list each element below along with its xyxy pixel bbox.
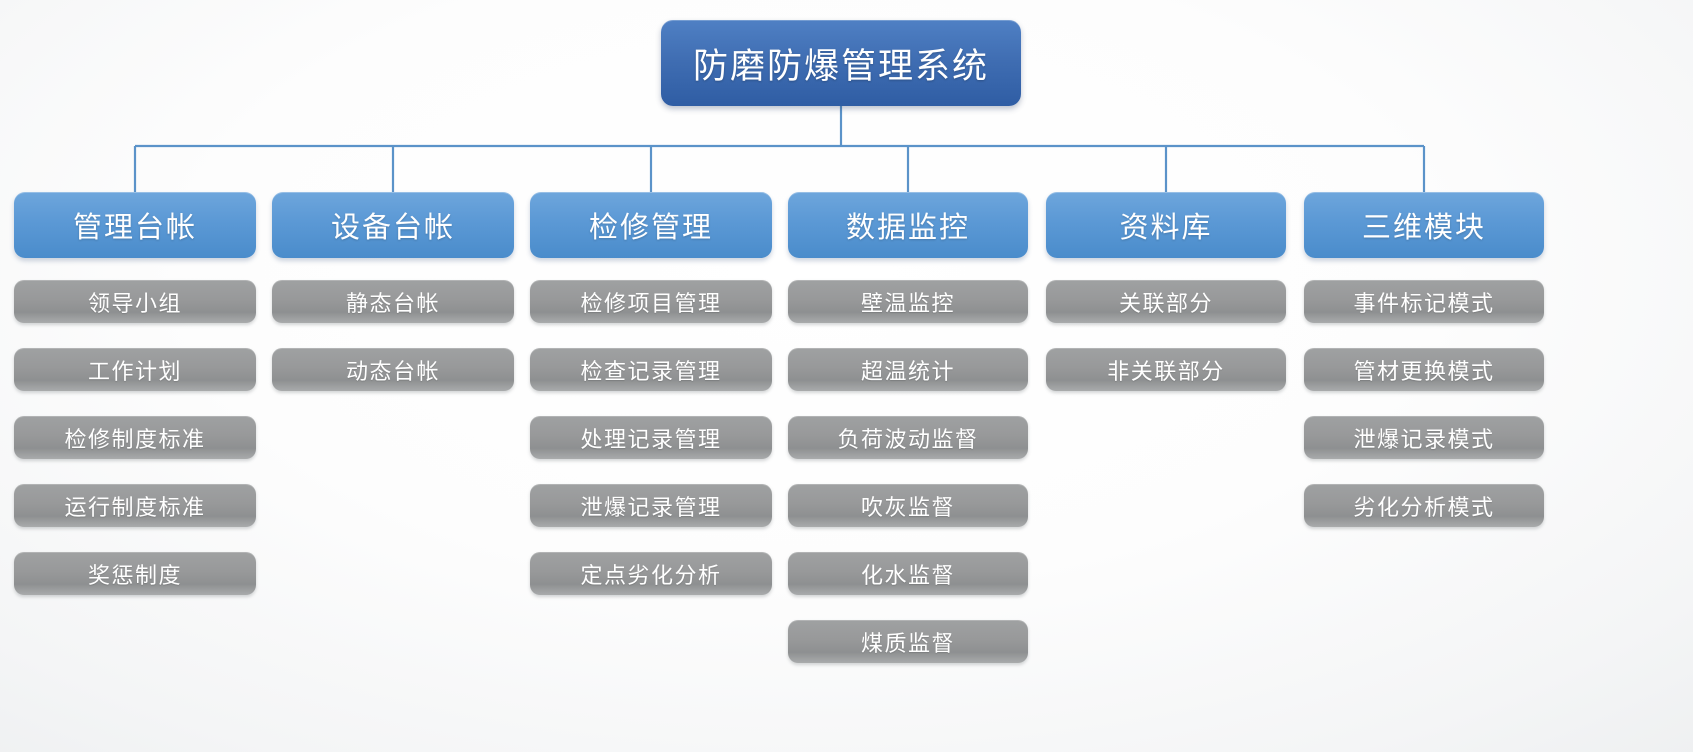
- leaf-node-label: 静态台帐: [345, 290, 440, 316]
- leaf-node[interactable]: 泄爆记录管理: [530, 484, 772, 527]
- leaf-node[interactable]: 非关联部分: [1046, 348, 1286, 391]
- root-node-label: 防磨防爆管理系统: [692, 46, 989, 86]
- leaf-node-label: 奖惩制度: [87, 562, 182, 588]
- leaf-node-label: 运行制度标准: [64, 494, 206, 520]
- leaf-node[interactable]: 关联部分: [1046, 280, 1286, 323]
- branch-node-label: 三维模块: [1361, 212, 1486, 244]
- leaf-node-label: 关联部分: [1118, 290, 1213, 316]
- leaf-node-label: 泄爆记录管理: [580, 494, 722, 520]
- leaf-node[interactable]: 化水监督: [788, 552, 1028, 595]
- leaf-node-label: 负荷波动监督: [837, 426, 979, 452]
- leaf-node[interactable]: 检修项目管理: [530, 280, 772, 323]
- branch-columns: 管理台帐领导小组工作计划检修制度标准运行制度标准奖惩制度设备台帐静态台帐动态台帐…: [0, 192, 1693, 688]
- branch-node-6[interactable]: 三维模块: [1304, 192, 1544, 258]
- leaf-node[interactable]: 工作计划: [14, 348, 256, 391]
- branch-node-3[interactable]: 检修管理: [530, 192, 772, 258]
- leaf-node-label: 化水监督: [860, 562, 955, 588]
- branch-column-1: 管理台帐领导小组工作计划检修制度标准运行制度标准奖惩制度: [14, 192, 256, 688]
- leaf-node-label: 检修制度标准: [64, 426, 206, 452]
- leaf-node[interactable]: 吹灰监督: [788, 484, 1028, 527]
- leaf-node-label: 领导小组: [87, 290, 182, 316]
- branch-column-4: 数据监控壁温监控超温统计负荷波动监督吹灰监督化水监督煤质监督: [788, 192, 1028, 688]
- leaf-node[interactable]: 超温统计: [788, 348, 1028, 391]
- leaf-node[interactable]: 定点劣化分析: [530, 552, 772, 595]
- leaf-node[interactable]: 壁温监控: [788, 280, 1028, 323]
- leaf-node-label: 劣化分析模式: [1353, 494, 1495, 520]
- leaf-node-label: 事件标记模式: [1353, 290, 1495, 316]
- leaf-node-label: 动态台帐: [345, 358, 440, 384]
- leaf-node-label: 煤质监督: [860, 630, 955, 656]
- leaf-node-label: 超温统计: [860, 358, 955, 384]
- leaf-node-label: 非关联部分: [1107, 358, 1225, 384]
- root-node[interactable]: 防磨防爆管理系统: [661, 20, 1021, 106]
- branch-node-1[interactable]: 管理台帐: [14, 192, 256, 258]
- branch-node-label: 管理台帐: [72, 212, 197, 244]
- leaf-node[interactable]: 奖惩制度: [14, 552, 256, 595]
- branch-node-label: 数据监控: [845, 212, 970, 244]
- leaf-node[interactable]: 检查记录管理: [530, 348, 772, 391]
- leaf-node-label: 检修项目管理: [580, 290, 722, 316]
- leaf-node-label: 泄爆记录模式: [1353, 426, 1495, 452]
- branch-column-6: 三维模块事件标记模式管材更换模式泄爆记录模式劣化分析模式: [1304, 192, 1544, 688]
- branch-node-label: 设备台帐: [330, 212, 455, 244]
- leaf-node[interactable]: 运行制度标准: [14, 484, 256, 527]
- leaf-node-label: 管材更换模式: [1353, 358, 1495, 384]
- branch-node-2[interactable]: 设备台帐: [272, 192, 514, 258]
- leaf-node-label: 处理记录管理: [580, 426, 722, 452]
- branch-node-label: 检修管理: [588, 212, 713, 244]
- branch-node-4[interactable]: 数据监控: [788, 192, 1028, 258]
- leaf-node-label: 壁温监控: [860, 290, 955, 316]
- leaf-node[interactable]: 煤质监督: [788, 620, 1028, 663]
- leaf-node-label: 吹灰监督: [860, 494, 955, 520]
- leaf-node-label: 工作计划: [87, 358, 182, 384]
- leaf-node[interactable]: 检修制度标准: [14, 416, 256, 459]
- leaf-node[interactable]: 静态台帐: [272, 280, 514, 323]
- branch-column-3: 检修管理检修项目管理检查记录管理处理记录管理泄爆记录管理定点劣化分析: [530, 192, 772, 688]
- branch-node-label: 资料库: [1119, 212, 1213, 244]
- branch-column-2: 设备台帐静态台帐动态台帐: [272, 192, 514, 688]
- branch-column-5: 资料库关联部分非关联部分: [1046, 192, 1286, 688]
- leaf-node[interactable]: 泄爆记录模式: [1304, 416, 1544, 459]
- leaf-node[interactable]: 管材更换模式: [1304, 348, 1544, 391]
- leaf-node[interactable]: 动态台帐: [272, 348, 514, 391]
- leaf-node[interactable]: 领导小组: [14, 280, 256, 323]
- leaf-node[interactable]: 劣化分析模式: [1304, 484, 1544, 527]
- branch-node-5[interactable]: 资料库: [1046, 192, 1286, 258]
- leaf-node[interactable]: 负荷波动监督: [788, 416, 1028, 459]
- leaf-node-label: 定点劣化分析: [580, 562, 722, 588]
- leaf-node-label: 检查记录管理: [580, 358, 722, 384]
- leaf-node[interactable]: 处理记录管理: [530, 416, 772, 459]
- leaf-node[interactable]: 事件标记模式: [1304, 280, 1544, 323]
